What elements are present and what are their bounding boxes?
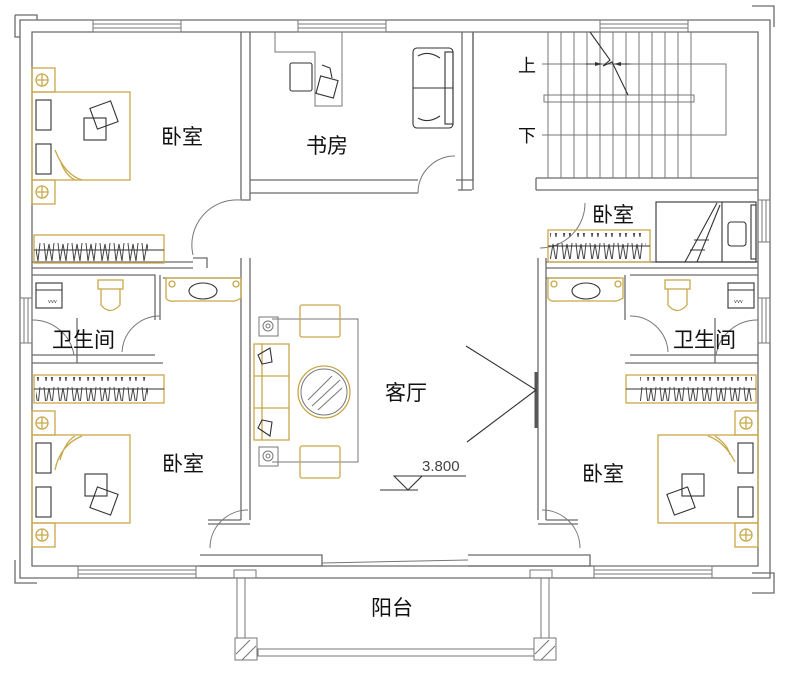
sink-icon [547, 277, 624, 302]
wardrobe-icon [625, 374, 757, 404]
bed-icon [31, 67, 131, 205]
label-bedroom-top-left: 卧室 [161, 125, 203, 149]
sofa-icon [253, 304, 359, 479]
bed-icon [657, 410, 759, 548]
wardrobe-icon [33, 234, 165, 264]
balcony [233, 569, 557, 661]
label-bathroom-right: 卫生间 [673, 328, 736, 352]
stairs-up-label: 上 [518, 56, 536, 77]
tv-icon [465, 345, 538, 443]
stairs-icon: 上 下 [518, 31, 727, 178]
svg-text:vvv: vvv [734, 299, 743, 305]
toilet-icon [97, 279, 124, 312]
label-bedroom-bottom-left: 卧室 [162, 452, 204, 476]
window-top-study [297, 19, 387, 33]
desk-icon [274, 32, 343, 107]
toilet-icon [664, 279, 691, 312]
elevation-marker-icon: 3.800 [380, 458, 466, 491]
doors [31, 155, 759, 549]
wardrobe-icon [547, 229, 651, 263]
bunk-bed-icon [655, 201, 757, 263]
washing-machine-icon: vvv [35, 282, 63, 309]
label-living-room: 客厅 [385, 381, 427, 405]
sink-icon [165, 277, 242, 302]
label-bathroom-left: 卫生间 [52, 328, 115, 352]
label-bedroom-bottom-right: 卧室 [582, 462, 624, 486]
coffee-table-icon [297, 365, 351, 419]
label-balcony: 阳台 [371, 596, 413, 620]
window-left-bath [19, 297, 33, 344]
stairs-down-label: 下 [518, 126, 536, 147]
elevation-value: 3.800 [422, 458, 460, 475]
sofa-icon [412, 47, 454, 129]
window-right-bath [757, 297, 771, 344]
window-right-bunk [757, 199, 771, 243]
wardrobe-icon [33, 374, 165, 404]
label-study: 书房 [306, 134, 348, 158]
label-bedroom-top-right: 卧室 [592, 203, 634, 227]
windows [19, 19, 771, 579]
bed-icon [31, 410, 131, 548]
room-labels: 卧室 书房 卧室 卫生间 卫生间 客厅 卧室 卧室 阳台 [52, 125, 736, 620]
window-top-left [92, 19, 182, 33]
washing-machine-icon: vvv [727, 282, 755, 309]
window-bottom-right [593, 565, 713, 579]
svg-text:vvv: vvv [48, 299, 57, 305]
window-top-stair [599, 19, 689, 33]
exterior-walls [14, 5, 775, 594]
interior-walls [32, 32, 758, 567]
window-bottom-left [77, 565, 197, 579]
